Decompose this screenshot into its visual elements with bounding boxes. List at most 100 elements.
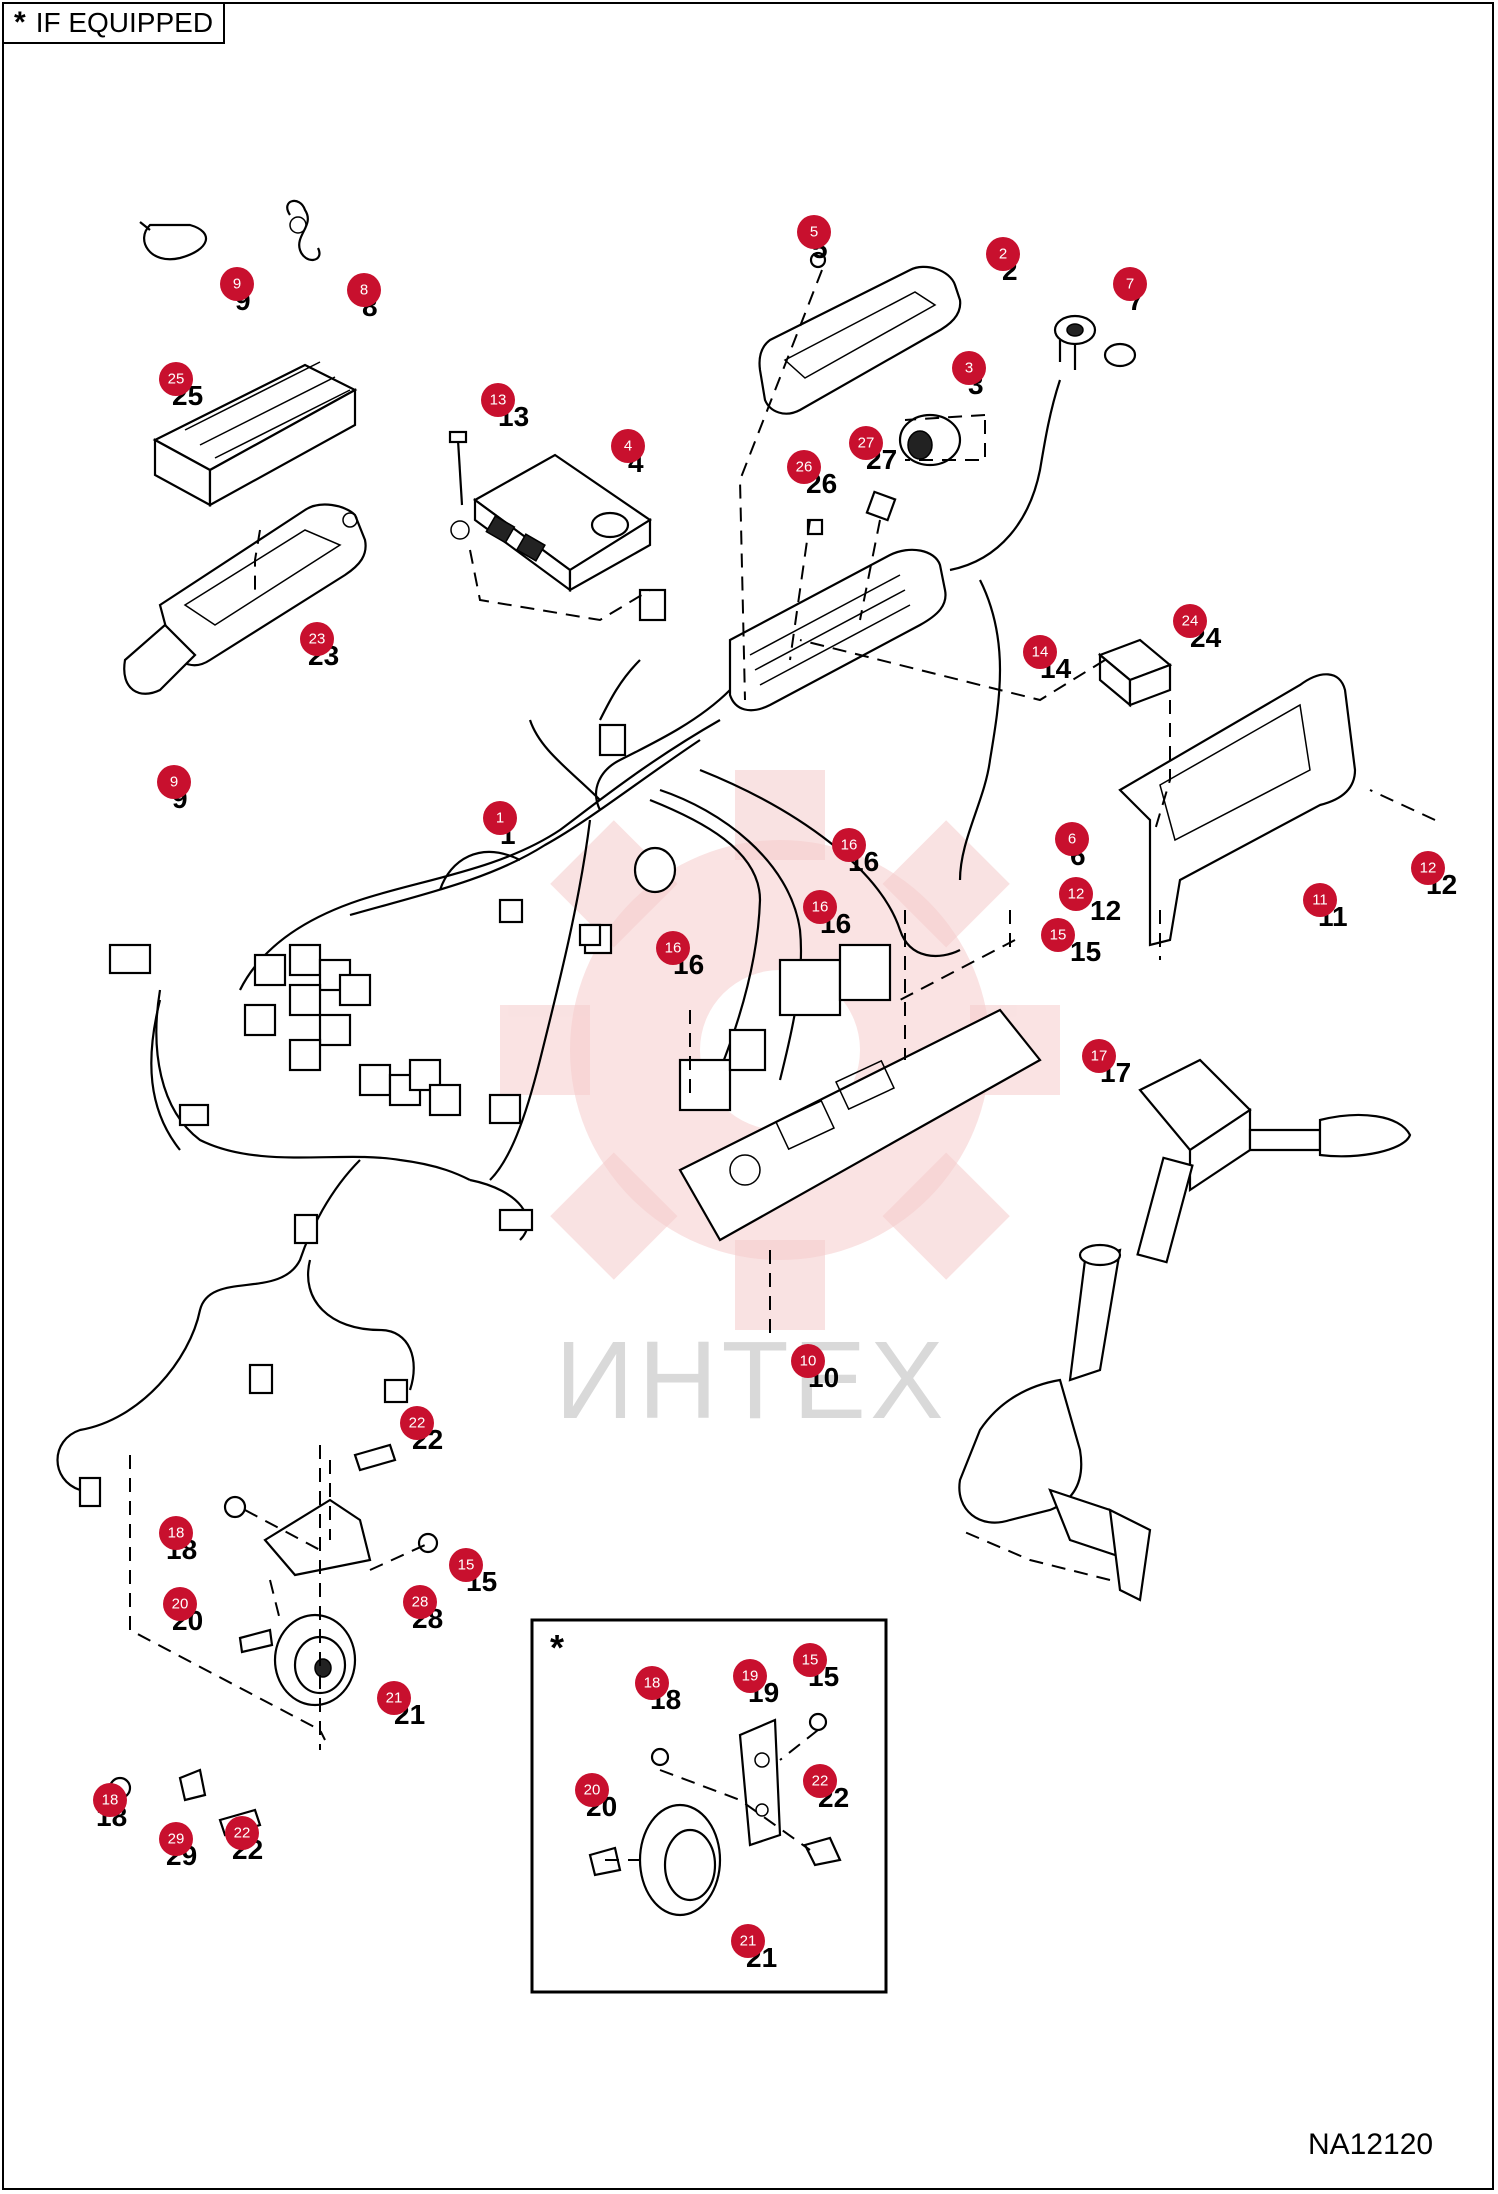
callout-badge-icon bbox=[1173, 604, 1207, 638]
callout-12: 1212 bbox=[1411, 851, 1457, 900]
mounting-bracket-11 bbox=[1118, 673, 1357, 947]
harness-connectors bbox=[78, 588, 677, 1508]
callout-badge-icon bbox=[1082, 1039, 1116, 1073]
callout-badge-number: 14 bbox=[1032, 644, 1049, 661]
callout-badge-icon bbox=[793, 1643, 827, 1677]
fuse-relay-block bbox=[728, 548, 947, 712]
callout-badge-icon bbox=[1303, 883, 1337, 917]
part-number-label: 15 bbox=[1070, 936, 1101, 967]
callout-badge-icon bbox=[403, 1585, 437, 1619]
callout-badge-number: 21 bbox=[740, 1933, 757, 1950]
callout-badge-icon bbox=[803, 890, 837, 924]
callout-badge-icon bbox=[377, 1681, 411, 1715]
callout-badge-icon bbox=[635, 1666, 669, 1700]
callout-badge-icon bbox=[986, 237, 1020, 271]
callout-badge-number: 28 bbox=[412, 1594, 429, 1611]
callout-badge-number: 5 bbox=[810, 224, 818, 241]
mounting-bracket bbox=[678, 1008, 1042, 1242]
callout-badge-icon bbox=[159, 1822, 193, 1856]
callout-badge-icon bbox=[787, 450, 821, 484]
callout-badge-icon bbox=[731, 1924, 765, 1958]
callout-badge-icon bbox=[481, 383, 515, 417]
fuse-block-cover bbox=[152, 361, 358, 507]
callout-badge-number: 1 bbox=[496, 810, 504, 827]
clip-icon bbox=[286, 199, 321, 261]
callout-badge-icon bbox=[1411, 851, 1445, 885]
callout-badge-number: 26 bbox=[796, 459, 813, 476]
callout-badge-number: 16 bbox=[665, 940, 682, 957]
callout-8: 88 bbox=[347, 273, 381, 322]
steering-column bbox=[958, 1243, 1152, 1602]
cable-tie-icon bbox=[139, 221, 208, 261]
callout-badge-number: 13 bbox=[490, 392, 507, 409]
leader-lines bbox=[129, 269, 1436, 1750]
callout-badge-number: 22 bbox=[812, 1773, 829, 1790]
fuse-cover bbox=[758, 265, 962, 415]
if-equipped-label: IF EQUIPPED bbox=[35, 7, 214, 38]
callout-badge-number: 15 bbox=[458, 1557, 475, 1574]
callout-badge-number: 18 bbox=[168, 1525, 185, 1542]
callout-badge-number: 22 bbox=[409, 1415, 426, 1432]
callout-badge-icon bbox=[220, 267, 254, 301]
callout-badge-number: 27 bbox=[858, 435, 875, 452]
callout-9: 99 bbox=[220, 267, 254, 316]
callout-7: 77 bbox=[1113, 267, 1147, 316]
callout-badge-number: 6 bbox=[1068, 831, 1076, 848]
callout-9: 99 bbox=[157, 765, 191, 814]
callout-badge-icon bbox=[159, 1516, 193, 1550]
horn-bracket bbox=[263, 1498, 372, 1577]
callout-badge-icon bbox=[159, 362, 193, 396]
callout-badge-number: 10 bbox=[800, 1353, 817, 1370]
callout-badge-number: 29 bbox=[168, 1831, 185, 1848]
callout-badge-icon bbox=[849, 426, 883, 460]
if-equipped-legend: * IF EQUIPPED bbox=[2, 2, 226, 44]
watermark-text: ИНТЕХ bbox=[555, 1319, 947, 1442]
callout-badge-icon bbox=[575, 1773, 609, 1807]
callout-badge-number: 18 bbox=[102, 1792, 119, 1809]
callout-12: 1212 bbox=[1059, 877, 1121, 926]
callout-badge-icon bbox=[656, 931, 690, 965]
connector-small bbox=[806, 490, 897, 536]
callout-badge-number: 3 bbox=[965, 360, 973, 377]
callout-badge-number: 20 bbox=[172, 1596, 189, 1613]
callout-badge-icon bbox=[225, 1816, 259, 1850]
asterisk-icon: * bbox=[14, 6, 26, 39]
horn bbox=[273, 1613, 357, 1707]
callout-badge-number: 12 bbox=[1420, 860, 1437, 877]
callout-badge-number: 8 bbox=[360, 282, 368, 299]
callout-badge-icon bbox=[300, 622, 334, 656]
pin-icon bbox=[809, 251, 827, 269]
callout-badge-icon bbox=[803, 1764, 837, 1798]
callout-badge-number: 2 bbox=[999, 246, 1007, 263]
callout-badge-number: 7 bbox=[1126, 276, 1134, 293]
callout-badge-number: 16 bbox=[841, 837, 858, 854]
inset-star-marker: * bbox=[550, 1627, 564, 1668]
callout-badge-number: 12 bbox=[1068, 886, 1085, 903]
callout-badge-icon bbox=[400, 1406, 434, 1440]
screw-icon bbox=[448, 430, 468, 506]
buzzer bbox=[898, 413, 962, 467]
callout-badge-icon bbox=[347, 273, 381, 307]
callout-badge-icon bbox=[733, 1659, 767, 1693]
callout-badge-number: 16 bbox=[812, 899, 829, 916]
callout-badge-number: 9 bbox=[170, 774, 178, 791]
callout-4: 44 bbox=[611, 429, 645, 478]
callout-badge-icon bbox=[952, 351, 986, 385]
